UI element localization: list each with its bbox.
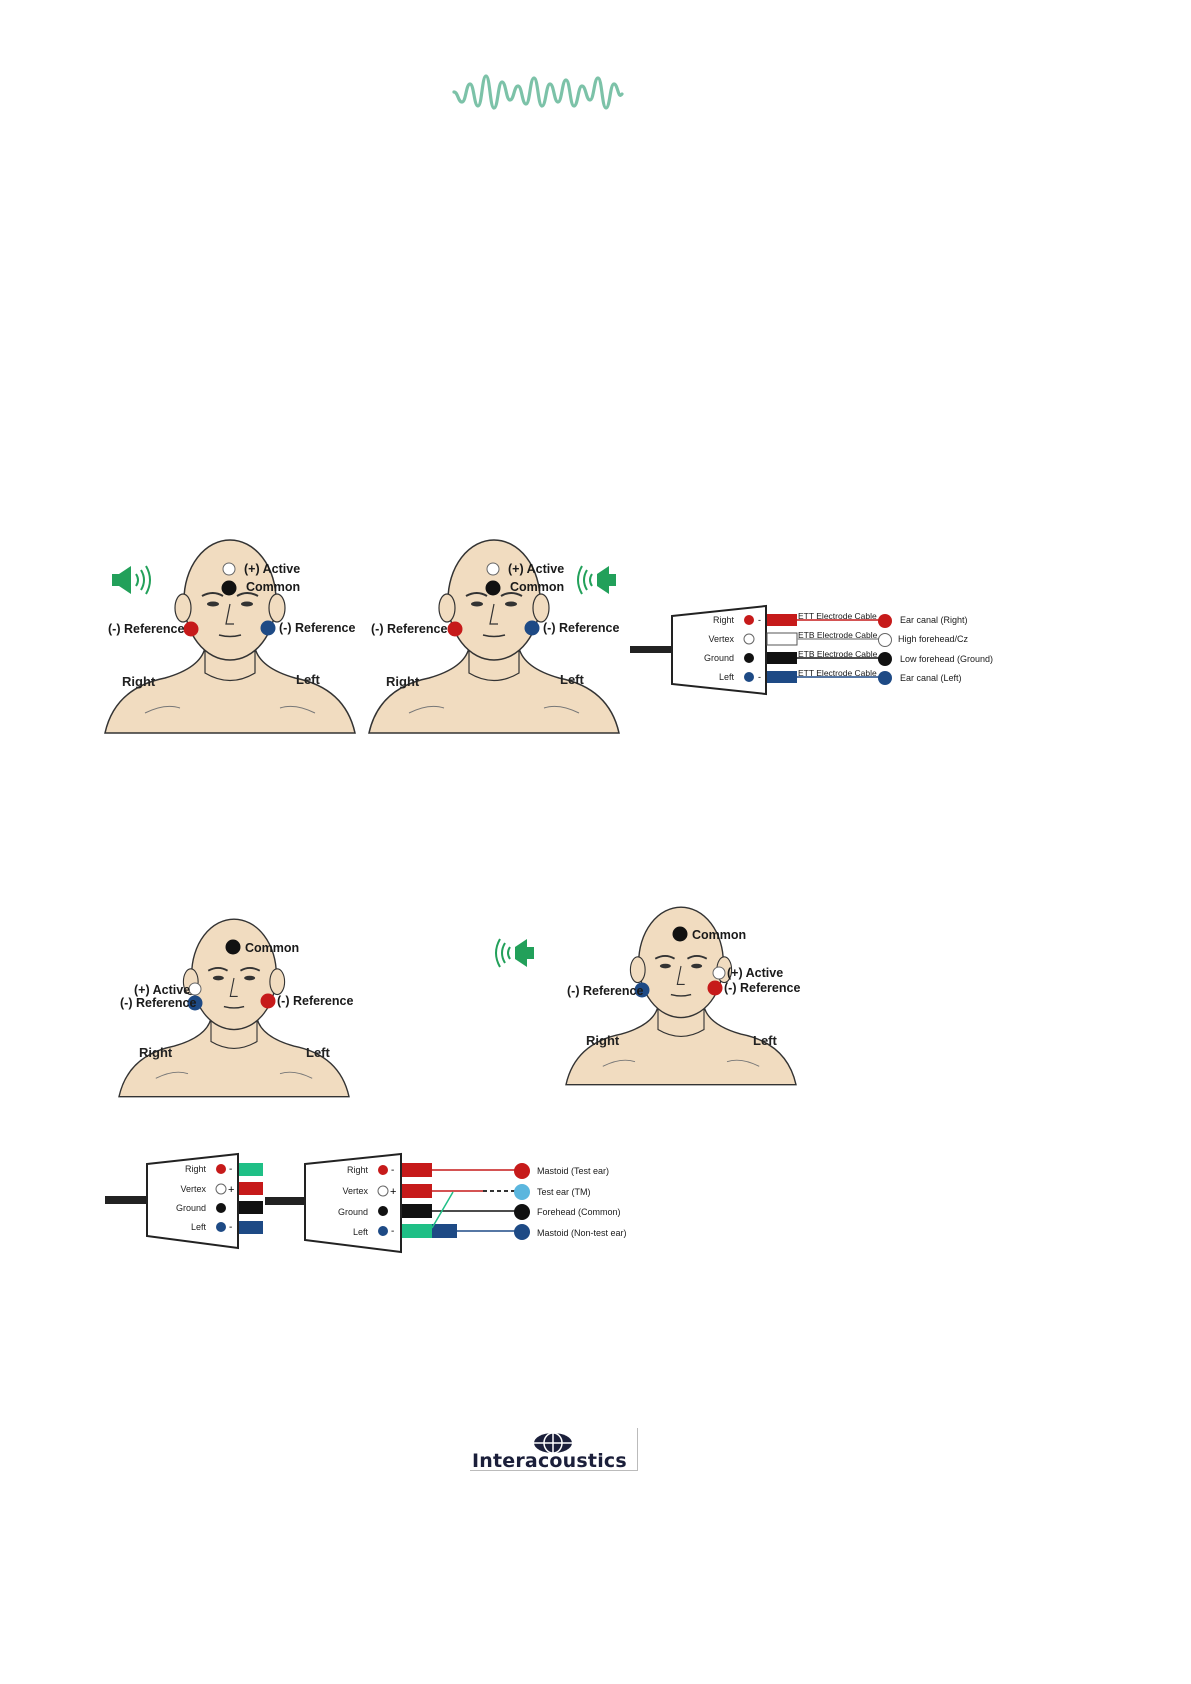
connector-diagram-large: - + -: [304, 1152, 523, 1254]
svg-text:-: -: [229, 1164, 232, 1175]
label-reference-right-ear: (-) Reference: [120, 996, 197, 1010]
cable-label: ETB Electrode Cable: [798, 630, 878, 640]
brand-name: Interacoustics: [472, 1450, 627, 1472]
label-right-side: Right: [122, 674, 156, 689]
electrode-end: [878, 614, 892, 628]
electrode-reference-right-ear: [634, 982, 650, 998]
destination-label: Ear canal (Right): [900, 615, 968, 625]
electrode-common: [221, 580, 237, 596]
electrode-end: [878, 652, 892, 666]
label-reference-left: (-) Reference: [543, 621, 620, 635]
label-common: Common: [246, 580, 301, 594]
label-active: (+) Active: [134, 983, 191, 997]
electrode-active: [712, 966, 726, 980]
svg-text:-: -: [391, 1226, 394, 1237]
svg-text:-: -: [758, 615, 761, 625]
svg-text:-: -: [229, 1222, 232, 1233]
label-active: (+) Active: [727, 966, 784, 980]
speaker-right-icon: [495, 938, 534, 968]
port-label: Right: [184, 1164, 206, 1174]
electrode-end: [514, 1204, 530, 1220]
label-reference-left-ear: (-) Reference: [724, 981, 801, 995]
head-illustration-3: [118, 918, 350, 1098]
electrode-end: [514, 1224, 530, 1240]
electrode-common: [672, 926, 688, 942]
label-reference-right: (-) Reference: [371, 622, 448, 636]
label-reference-right: (-) Reference: [108, 622, 185, 636]
port-label: Ground: [175, 1203, 206, 1213]
head-illustration-4: [565, 906, 797, 1086]
destination-label: Forehead (Common): [537, 1207, 621, 1217]
label-reference-right-ear: (-) Reference: [567, 984, 644, 998]
electrode-common: [485, 580, 501, 596]
destination-label: Ear canal (Left): [900, 673, 962, 683]
cable-label: ETT Electrode Cable: [798, 611, 877, 621]
electrode-common: [225, 939, 241, 955]
label-common: Common: [510, 580, 565, 594]
label-right-side: Right: [586, 1033, 620, 1048]
electrode-active: [188, 982, 202, 996]
label-right-side: Right: [139, 1045, 173, 1060]
electrode-reference-left: [524, 620, 540, 636]
destination-label: High forehead/Cz: [898, 634, 969, 644]
label-common: Common: [692, 928, 747, 942]
label-reference-left: (-) Reference: [279, 621, 356, 635]
destination-label: Low forehead (Ground): [900, 654, 994, 664]
electrode-end: [878, 633, 892, 647]
speaker-right-icon: [577, 565, 616, 595]
electrode-reference-right: [447, 621, 463, 637]
cable-label: ETT Electrode Cable: [798, 668, 877, 678]
brand-underline: [470, 1470, 638, 1471]
destination-label: Mastoid (Non-test ear): [537, 1228, 627, 1238]
port-label: Vertex: [342, 1186, 368, 1196]
destination-label: Mastoid (Test ear): [537, 1166, 610, 1176]
electrode-end: [878, 671, 892, 685]
connector-diagram-1: - -: [630, 604, 885, 696]
port-label: Left: [352, 1227, 368, 1237]
svg-text:-: -: [758, 672, 761, 682]
label-active: (+) Active: [244, 562, 301, 576]
label-right-side: Right: [386, 674, 420, 689]
electrode-reference-left-ear: [707, 980, 723, 996]
svg-text:+: +: [390, 1186, 396, 1198]
cable-label: ETB Electrode Cable: [798, 649, 878, 659]
electrode-reference-right-ear: [187, 995, 203, 1011]
electrode-reference-right: [183, 621, 199, 637]
head-illustration-2: [368, 539, 620, 734]
label-common: Common: [245, 941, 300, 955]
port-label: Ground: [703, 653, 734, 663]
port-label: Left: [190, 1222, 206, 1232]
port-label: Left: [718, 672, 734, 682]
label-left-side: Left: [560, 672, 584, 687]
label-left-side: Left: [753, 1033, 777, 1048]
brand-divider: [637, 1428, 638, 1470]
electrode-end: [514, 1163, 530, 1179]
port-label: Ground: [337, 1207, 368, 1217]
connector-diagram-small: - + -: [105, 1152, 305, 1250]
label-active: (+) Active: [508, 562, 565, 576]
waveform-logo-icon: [452, 74, 624, 110]
electrode-end: [514, 1184, 530, 1200]
interacoustics-globe-icon: [534, 1432, 572, 1454]
svg-text:+: +: [228, 1184, 234, 1196]
label-left-side: Left: [306, 1045, 330, 1060]
port-label: Right: [712, 615, 734, 625]
label-left-side: Left: [296, 672, 320, 687]
electrode-active: [222, 562, 236, 576]
electrode-reference-left-ear: [260, 993, 276, 1009]
head-illustration-1: [104, 539, 356, 734]
destination-label: Test ear (TM): [537, 1187, 591, 1197]
svg-text:-: -: [391, 1165, 394, 1176]
port-label: Vertex: [708, 634, 734, 644]
electrode-reference-left: [260, 620, 276, 636]
speaker-left-icon: [112, 565, 151, 595]
port-label: Vertex: [180, 1184, 206, 1194]
port-label: Right: [346, 1165, 368, 1175]
label-reference-left-ear: (-) Reference: [277, 994, 354, 1008]
electrode-active: [486, 562, 500, 576]
